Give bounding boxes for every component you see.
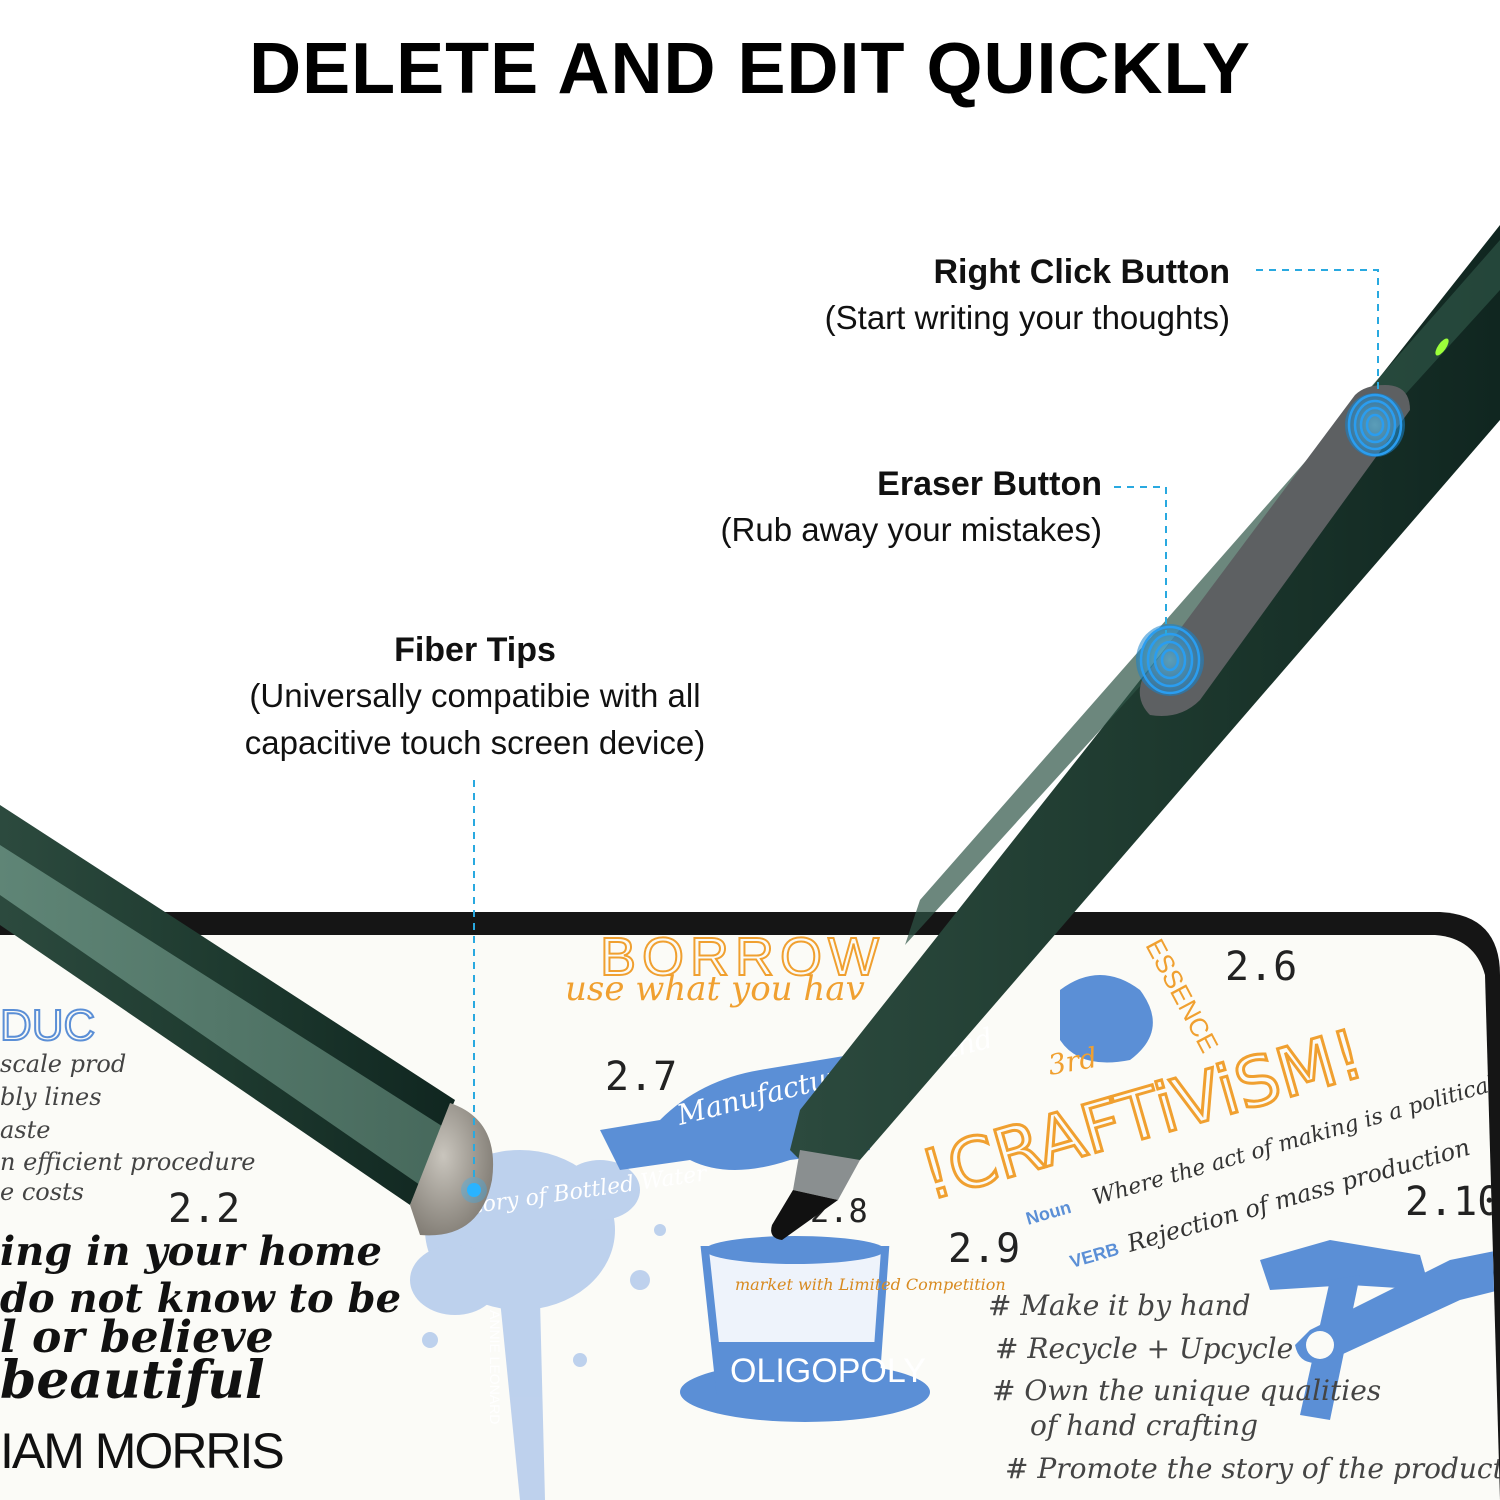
right-click-callout: Right Click Button (Start writing your t…	[825, 250, 1230, 341]
fiber-tip	[410, 1103, 494, 1236]
right-click-leader-line	[1256, 269, 1379, 395]
oligopoly-hat	[680, 1236, 930, 1422]
label-2-2: 2.2	[168, 1186, 240, 1232]
quote-line-1: ing in your home	[0, 1228, 382, 1275]
bullet-1: # Make it by hand	[988, 1289, 1251, 1322]
fiber-tips-title: Fiber Tips	[394, 631, 556, 669]
left-stylus	[0, 805, 494, 1236]
eraser-leader-line	[1114, 486, 1167, 635]
page-headline: DELETE AND EDIT QUICKLY	[249, 29, 1251, 109]
left-stylus-flat	[0, 845, 445, 1185]
right-click-subtitle: (Start writing your thoughts)	[824, 299, 1230, 336]
quote-line-4: beautiful	[0, 1350, 265, 1411]
fiber-tips-subtitle-line1: (Universally compatibie with all	[249, 677, 701, 714]
right-stylus-highlight	[905, 240, 1500, 945]
tools-icon	[1260, 1240, 1500, 1420]
borrow-sub: use what you hav	[565, 969, 865, 1009]
label-2-10: 2.10	[1405, 1179, 1500, 1225]
quote-line-3: l or believe	[0, 1312, 274, 1363]
eraser-title: Eraser Button	[877, 465, 1102, 503]
left-fragment-1: DUC	[0, 1001, 95, 1050]
label-2-6: 2.6	[1225, 944, 1297, 990]
bullet-3: # Own the unique qualities	[992, 1374, 1381, 1407]
eraser-fingerprint-icon	[1136, 624, 1204, 696]
bullet-3-cont: of hand crafting	[1030, 1409, 1258, 1442]
left-fragment-5: n efficient procedure	[0, 1148, 255, 1176]
label-2-9: 2.9	[948, 1226, 1020, 1272]
left-fragment-4: aste	[0, 1116, 50, 1144]
fiber-tips-callout: Fiber Tips (Universally compatibie with …	[200, 628, 750, 766]
bullet-4: # Promote the story of the product	[1005, 1452, 1500, 1485]
right-click-fingerprint-icon	[1345, 393, 1405, 457]
oligopoly-label: OLIGOPOLY	[730, 1352, 926, 1390]
quote-line-2: do not know to be	[0, 1275, 401, 1322]
sketchnote: Manufactured demand market with Limited …	[0, 927, 1500, 1500]
label-2-7: 2.7	[605, 1054, 677, 1100]
quote-author: IAM MORRIS	[0, 1423, 283, 1479]
bullet-2: # Recycle + Upcycle	[995, 1332, 1293, 1365]
hat-text: market with Limited Competition	[735, 1275, 1006, 1294]
fiber-tip-glow	[467, 1183, 481, 1197]
left-fragment-3: bly lines	[0, 1083, 102, 1111]
eraser-subtitle: (Rub away your mistakes)	[720, 511, 1102, 548]
annie-leonard: ANNIE LEONARD	[487, 1310, 503, 1424]
right-stylus-tip	[771, 1190, 838, 1240]
led-indicator	[1435, 338, 1449, 356]
fiber-tips-subtitle-line2: capacitive touch screen device)	[244, 724, 706, 761]
right-click-title: Right Click Button	[933, 253, 1230, 291]
eraser-callout: Eraser Button (Rub away your mistakes)	[721, 462, 1102, 553]
left-fragment-6: e costs	[0, 1178, 84, 1206]
ink-splash	[410, 1150, 666, 1500]
right-stylus-ring	[793, 1150, 860, 1200]
button-strip	[1139, 385, 1410, 716]
blue-blob	[1060, 975, 1153, 1063]
borrow-title: BORROW	[600, 927, 885, 987]
left-fragment-2: scale prod	[0, 1050, 126, 1078]
